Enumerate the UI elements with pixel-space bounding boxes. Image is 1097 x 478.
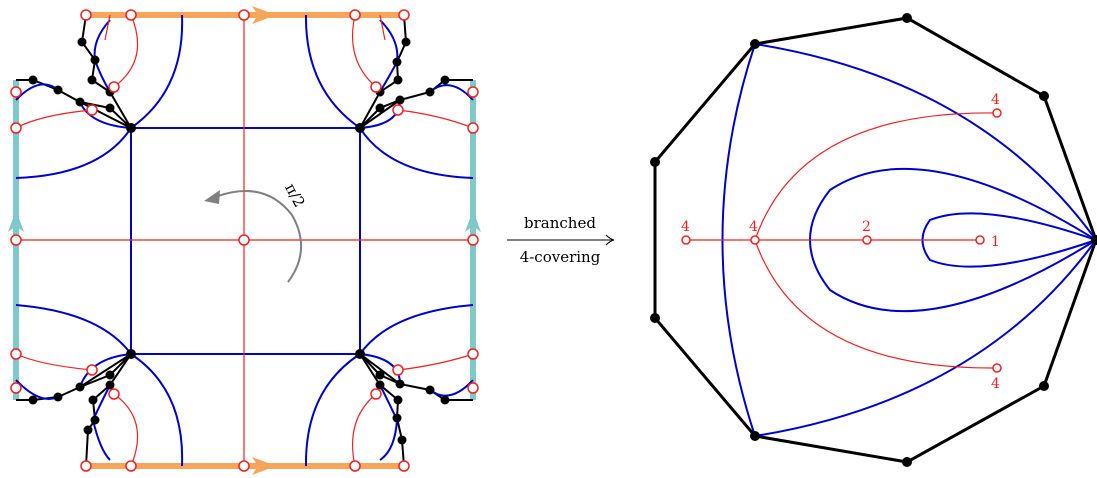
covering-map-arrow: branched 4-covering <box>507 214 615 266</box>
top-arrow-icon <box>252 6 276 24</box>
rotation-arrow-icon <box>204 190 220 204</box>
label-bottom-4: 4 <box>991 376 1000 392</box>
label-inner-1: 1 <box>991 234 1000 250</box>
right-black-vertices <box>650 13 1097 467</box>
rotation-label: π/2 <box>281 180 308 210</box>
rotation-arc <box>217 189 303 283</box>
right-polygon-figure: 4 4 4 2 1 4 <box>650 13 1097 467</box>
left-arrow-icon <box>8 210 24 232</box>
label-top-4: 4 <box>991 92 1000 108</box>
left-square-figure: π/2 <box>8 6 481 475</box>
black-vertices <box>28 37 450 445</box>
red-hollow-vertices <box>10 9 479 472</box>
right-red-curves <box>686 112 998 369</box>
label-center-left-4: 4 <box>749 219 758 235</box>
right-arrow-icon <box>465 210 481 232</box>
right-red-vertices <box>681 108 1002 373</box>
map-label-top: branched <box>524 214 596 232</box>
map-arrow-icon <box>605 234 615 246</box>
map-label-bottom: 4-covering <box>520 248 601 266</box>
label-left-4: 4 <box>681 219 690 235</box>
nonagon <box>653 16 1097 464</box>
label-center-2: 2 <box>862 219 871 235</box>
bottom-arrow-icon <box>252 457 276 475</box>
